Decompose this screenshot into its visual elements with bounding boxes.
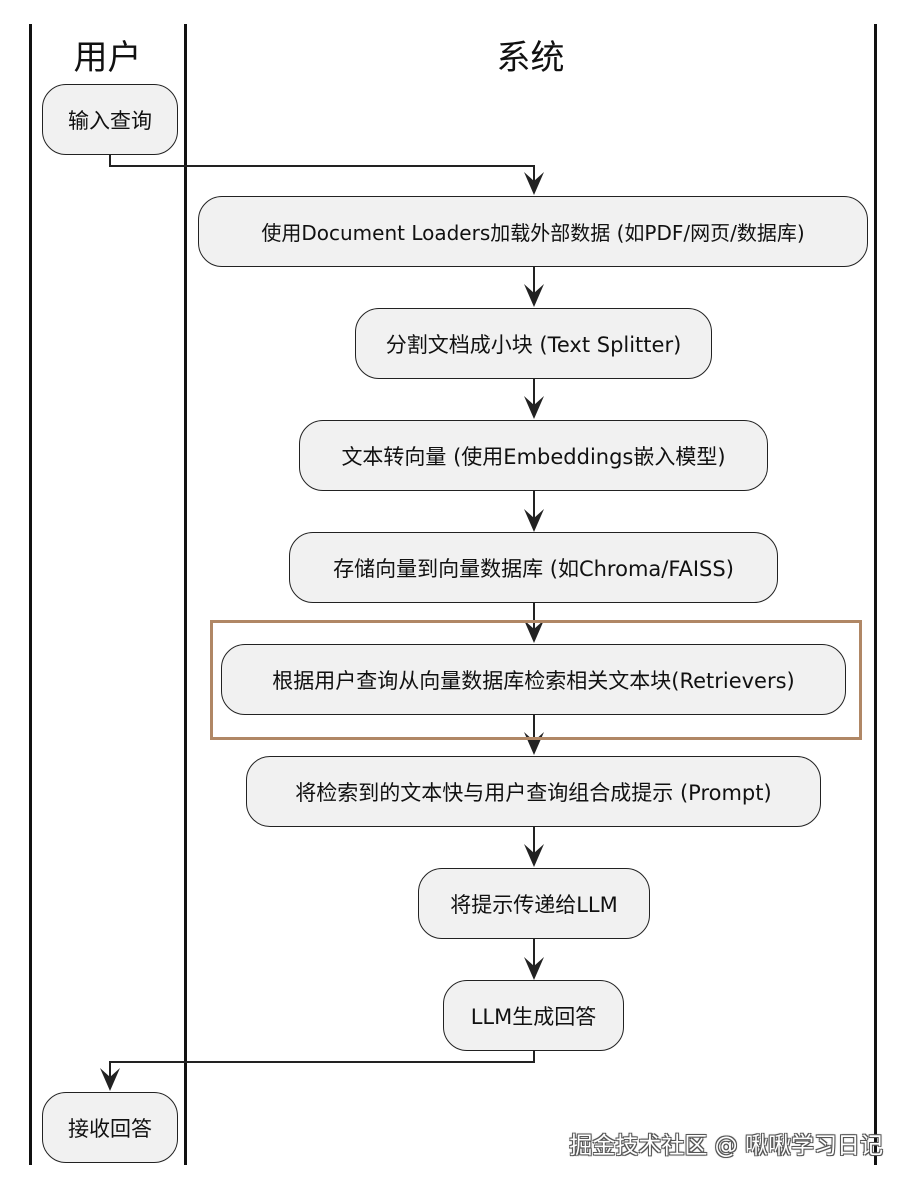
arrowhead [524,957,544,980]
node-build-prompt: 将检索到的文本快与用户查询组合成提示 (Prompt) [246,756,821,827]
node-load-documents: 使用Document Loaders加载外部数据 (如PDF/网页/数据库) [198,196,868,267]
node-split-text: 分割文档成小块 (Text Splitter) [355,308,712,379]
node-input-query: 输入查询 [42,84,178,155]
node-store-vectors: 存储向量到向量数据库 (如Chroma/FAISS) [289,532,778,603]
lane-title-user: 用户 [73,38,142,78]
node-embed-text: 文本转向量 (使用Embeddings嵌入模型) [299,420,768,491]
arrowhead [524,172,544,195]
watermark: 掘金技术社区 @ 啾啾学习日记 [569,1133,883,1159]
arrowhead [100,1068,120,1091]
connector-input-to-load [109,155,535,190]
lane-border-middle [184,24,187,1165]
arrowhead [524,284,544,307]
arrowhead [524,620,544,643]
lane-title-system: 系统 [496,38,565,78]
arrowhead [524,509,544,532]
lane-border-right [874,24,877,1165]
arrowhead [524,844,544,867]
arrowhead [524,396,544,419]
node-receive-answer: 接收回答 [42,1092,178,1163]
retrieval-highlight-frame [210,620,862,740]
lane-border-left [29,24,32,1165]
node-retrieve-chunks: 根据用户查询从向量数据库检索相关文本块(Retrievers) [221,644,846,715]
node-send-to-llm: 将提示传递给LLM [418,868,650,939]
connector-generate-to-receive [109,1051,535,1086]
node-llm-generate: LLM生成回答 [443,980,624,1051]
